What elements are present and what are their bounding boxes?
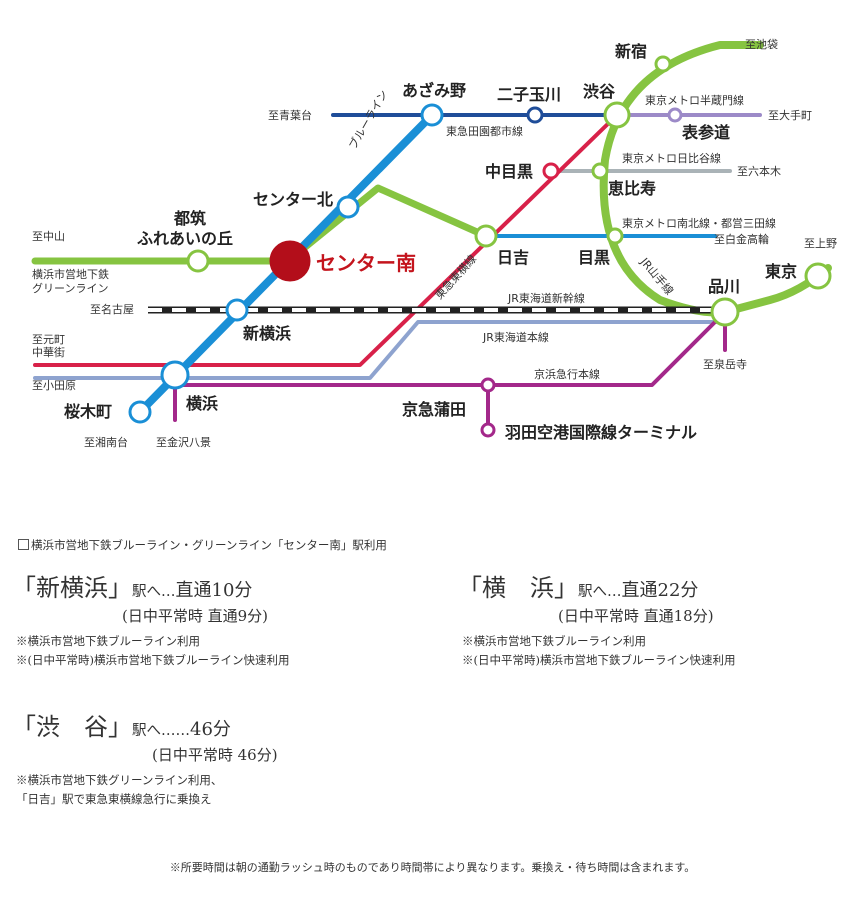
label-hibiya: 東京メトロ日比谷線 — [622, 151, 721, 165]
station-haneda: 羽田空港国際線ターミナル — [505, 423, 697, 442]
route-note: ※横浜市営地下鉄グリーンライン利用、 — [16, 773, 223, 787]
dir-sengakuji: 至泉岳寺 — [703, 357, 747, 371]
dir-odawara: 至小田原 — [32, 379, 76, 392]
route-time: 直通22分 — [621, 580, 699, 601]
label-tokaido-shinkansen: JR東海道新幹線 — [507, 291, 585, 305]
station-node-futako — [526, 106, 544, 124]
station-node-meguro — [606, 227, 624, 245]
station-node-sakuragicho — [128, 400, 152, 424]
station-node-keikyu-kamata — [480, 377, 496, 393]
station-keikyu-kamata: 京急蒲田 — [402, 400, 466, 419]
label-green-line-2: グリーンライン — [32, 281, 108, 295]
station-node-haneda — [480, 422, 496, 438]
route-note: 「日吉」駅で東急東横線急行に乗換え — [16, 792, 212, 806]
route-note: ※(日中平常時)横浜市営地下鉄ブルーライン快速利用 — [16, 653, 290, 667]
station-meguro: 目黒 — [578, 248, 610, 267]
route-to: 駅へ…… — [132, 723, 190, 739]
route-map: 新宿 あざみ野 二子玉川 渋谷 表参道 中目黒 恵比寿 センター北 都筑 ふれあ… — [31, 37, 837, 449]
label-denentoshi: 東急田園都市線 — [446, 124, 523, 138]
station-azamino: あざみ野 — [402, 81, 466, 100]
route-shibuya: 「渋 谷」駅へ……46分 (日中平常時 46分) ※横浜市営地下鉄グリーンライン… — [12, 707, 278, 809]
station-hiyoshi: 日吉 — [497, 248, 529, 267]
dir-ikebukuro: 至池袋 — [745, 37, 778, 51]
station-tsuzuki-line1: 都筑 — [173, 209, 206, 228]
footnote: ※所要時間は朝の通勤ラッシュ時のものであり時間帯により異なります。乗換え・待ち時… — [169, 861, 696, 874]
label-green-line-1: 横浜市営地下鉄 — [32, 267, 109, 281]
dir-nakayama: 至中山 — [32, 230, 65, 243]
station-node-center-kita — [336, 195, 360, 219]
dir-roppongi: 至六本木 — [737, 164, 781, 178]
station-ebisu: 恵比寿 — [608, 179, 656, 198]
station-center-minami: センター南 — [316, 251, 416, 275]
route-yokohama: 「横 浜」駅へ…直通22分 (日中平常時 直通18分) ※横浜市営地下鉄ブルーラ… — [458, 568, 735, 670]
station-shibuya: 渋谷 — [583, 82, 616, 101]
dir-shirokanetakanawa: 至白金高輪 — [714, 232, 769, 246]
station-node-shin-yokohama — [225, 298, 249, 322]
tokaido-line — [33, 320, 727, 380]
route-dest: 「新横浜」 — [12, 574, 132, 602]
station-tokyo: 東京 — [765, 262, 797, 281]
checkbox-icon — [18, 539, 29, 550]
green-line — [31, 184, 490, 265]
station-futako-tamagawa: 二子玉川 — [497, 85, 561, 104]
route-note: ※(日中平常時)横浜市営地下鉄ブルーライン快速利用 — [462, 653, 736, 667]
keikyu-line — [173, 310, 727, 432]
station-node-nakameguro — [542, 162, 560, 180]
legend: 横浜市営地下鉄ブルーライン・グリーンライン「センター南」駅利用 — [18, 537, 387, 553]
label-toyoko: 東急東横線 — [432, 252, 479, 302]
route-note: ※横浜市営地下鉄ブルーライン利用 — [462, 634, 646, 648]
dir-aobadai: 至青葉台 — [268, 108, 312, 122]
route-sub: (日中平常時 46分) — [152, 746, 278, 764]
station-node-yokohama — [160, 360, 190, 390]
label-keikyu: 京浜急行本線 — [534, 367, 600, 381]
station-node-omotesando — [667, 107, 683, 123]
route-time: 46分 — [190, 719, 231, 740]
station-node-tokyo — [804, 262, 832, 290]
toyoko-line — [33, 113, 619, 367]
route-to: 駅へ… — [132, 584, 176, 600]
station-node-azamino — [420, 103, 444, 127]
dir-otemachi: 至大手町 — [768, 108, 812, 122]
station-shinjuku: 新宿 — [615, 42, 647, 61]
yamanote-line — [599, 41, 832, 317]
station-omotesando: 表参道 — [681, 123, 730, 142]
route-to: 駅へ… — [578, 584, 622, 600]
route-shin-yokohama: 「新横浜」駅へ…直通10分 (日中平常時 直通9分) ※横浜市営地下鉄ブルーライ… — [12, 568, 289, 670]
station-tsuzuki-line2: ふれあいの丘 — [137, 229, 233, 248]
station-node-shinjuku — [654, 55, 672, 73]
route-note: ※横浜市営地下鉄ブルーライン利用 — [16, 634, 200, 648]
station-node-hiyoshi — [474, 224, 498, 248]
station-node-center-minami — [269, 240, 311, 282]
station-center-kita: センター北 — [253, 190, 333, 209]
dir-ueno: 至上野 — [804, 237, 837, 250]
route-sub: (日中平常時 直通18分) — [558, 607, 714, 625]
station-yokohama: 横浜 — [186, 394, 218, 413]
station-node-shinagawa — [710, 297, 740, 327]
station-node-shibuya — [603, 101, 631, 129]
route-time: 直通10分 — [175, 580, 253, 601]
label-hanzomon: 東京メトロ半蔵門線 — [645, 93, 744, 107]
station-sakuragicho: 桜木町 — [64, 402, 112, 421]
dir-motomachi-1: 至元町 — [32, 333, 65, 346]
station-node-tsuzuki — [186, 249, 210, 273]
label-blue-line: ブルーライン — [345, 87, 390, 151]
route-sub: (日中平常時 直通9分) — [122, 607, 269, 625]
route-dest: 「渋 谷」 — [12, 713, 132, 741]
dir-kanazawa-hakkei: 至金沢八景 — [156, 435, 211, 449]
station-nakameguro: 中目黒 — [485, 162, 533, 181]
legend-text: 横浜市営地下鉄ブルーライン・グリーンライン「センター南」駅利用 — [31, 538, 387, 552]
dir-motomachi-2: 中華街 — [32, 345, 65, 359]
dir-nagoya: 至名古屋 — [90, 302, 134, 316]
dir-shonandai: 至湘南台 — [84, 435, 128, 449]
label-tokaido: JR東海道本線 — [482, 330, 549, 344]
station-shin-yokohama: 新横浜 — [243, 324, 291, 343]
station-node-ebisu — [591, 162, 609, 180]
route-dest: 「横 浜」 — [458, 574, 578, 602]
label-namboku-mita: 東京メトロ南北線・都営三田線 — [622, 216, 776, 230]
station-shinagawa: 品川 — [708, 277, 740, 296]
